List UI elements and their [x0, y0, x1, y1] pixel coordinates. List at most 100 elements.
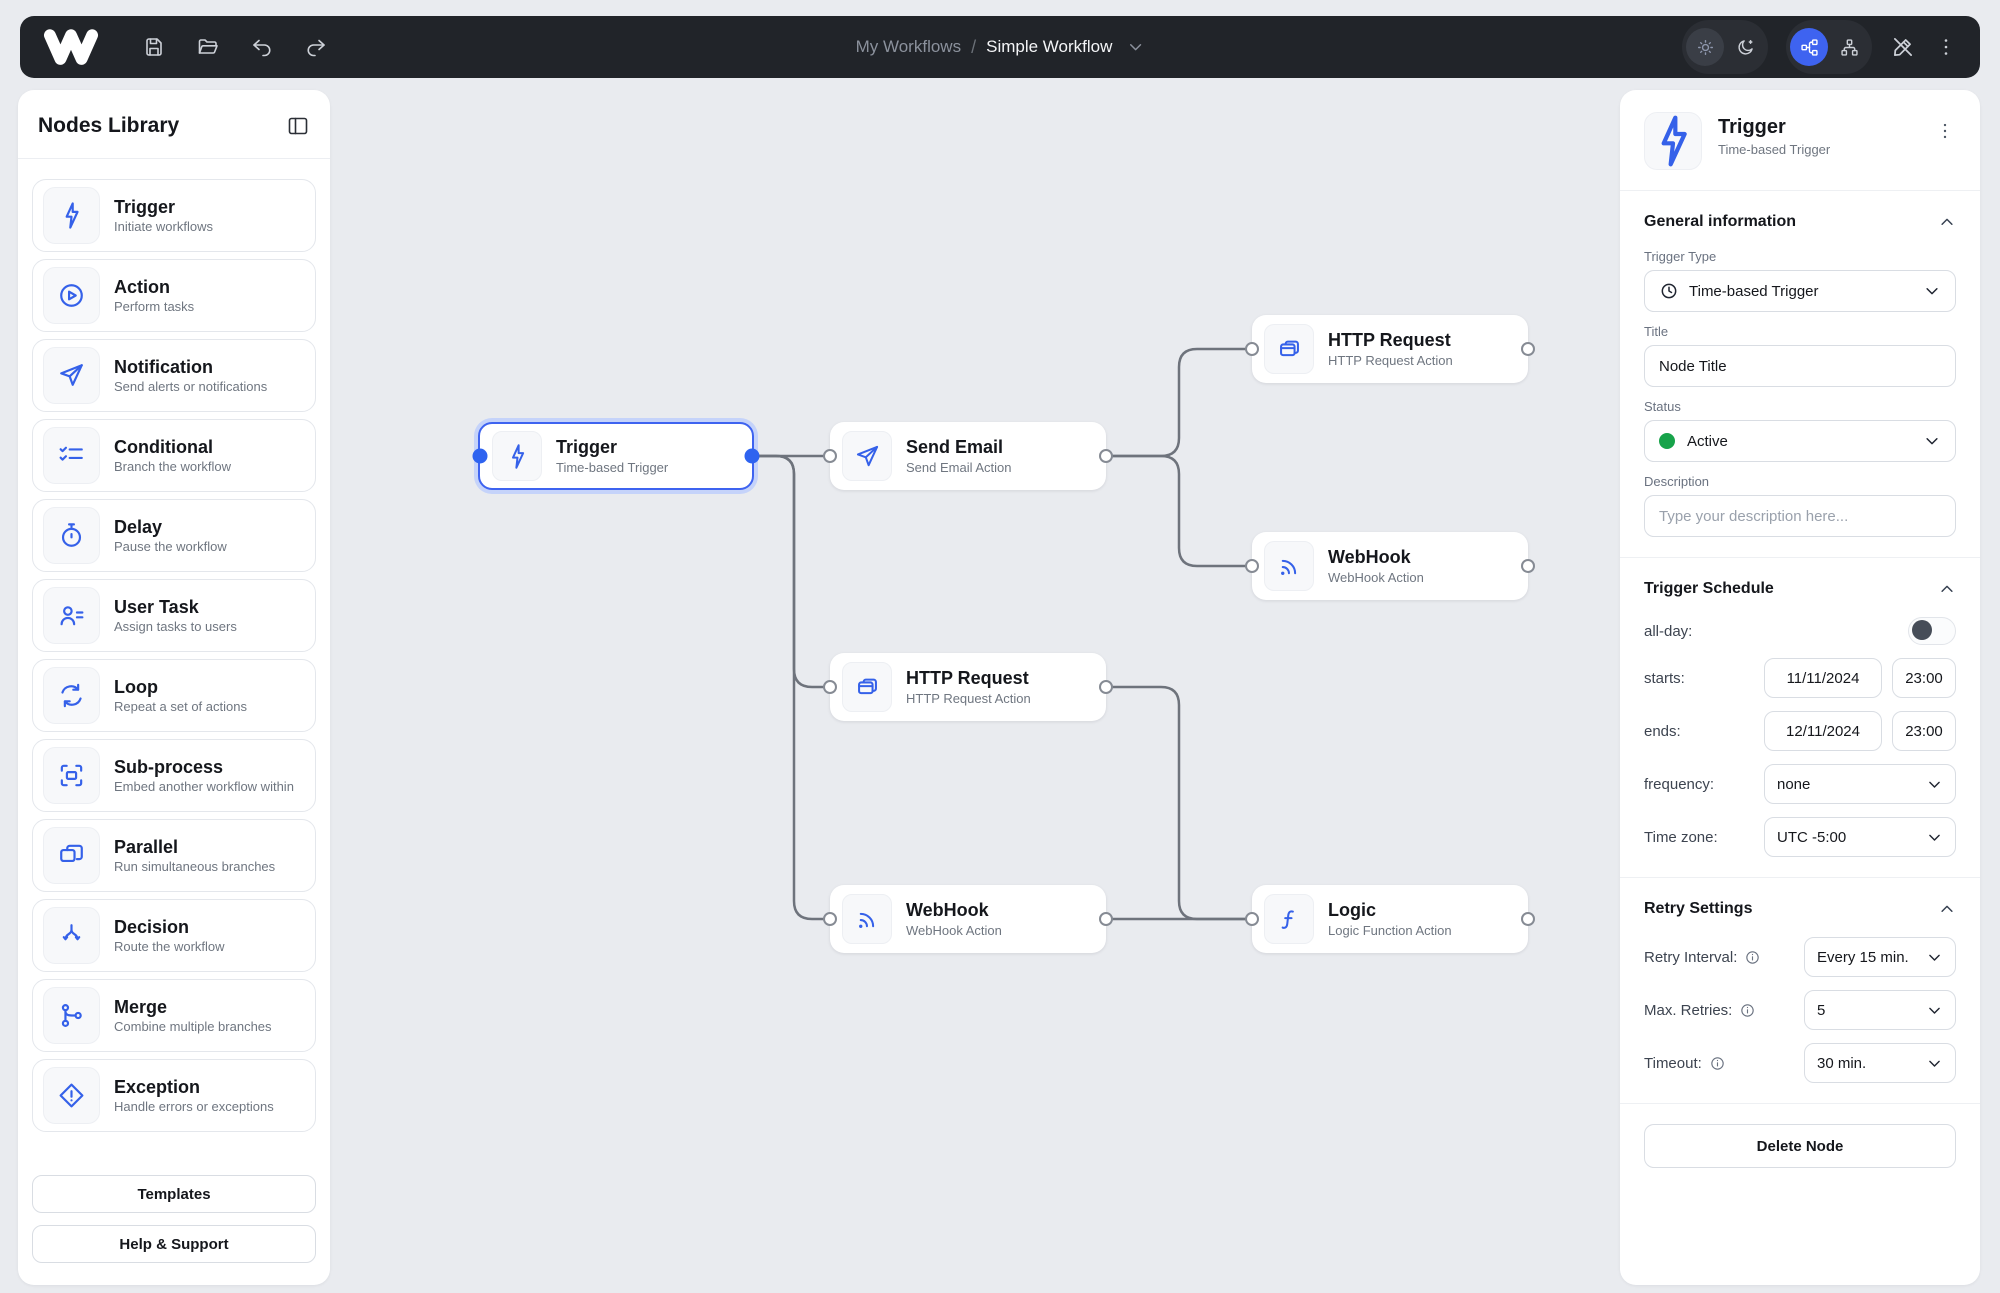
frequency-label: frequency: [1644, 775, 1715, 793]
chevron-down-icon [1926, 829, 1943, 846]
redo-icon[interactable] [304, 35, 328, 59]
horizontal-layout-button[interactable] [1790, 28, 1828, 66]
inspector-menu-icon[interactable] [1934, 120, 1956, 142]
help-support-button[interactable]: Help & Support [32, 1225, 316, 1263]
light-mode-button[interactable] [1686, 28, 1724, 66]
retry-interval-select[interactable]: Every 15 min. [1804, 937, 1956, 977]
collapse-sidebar-icon[interactable] [286, 114, 310, 138]
all-day-toggle[interactable] [1908, 617, 1956, 645]
input-handle[interactable] [823, 449, 837, 463]
node-title: HTTP Request [906, 667, 1029, 688]
http-icon [1264, 324, 1314, 374]
templates-button[interactable]: Templates [32, 1175, 316, 1213]
ends-time-input[interactable]: 23:00 [1892, 711, 1956, 751]
frequency-select[interactable]: none [1764, 764, 1956, 804]
lightning-icon [1644, 112, 1702, 170]
lightning-icon [492, 431, 542, 481]
input-handle[interactable] [1245, 342, 1259, 356]
max-retries-select[interactable]: 5 [1804, 990, 1956, 1030]
timezone-select[interactable]: UTC -5:00 [1764, 817, 1956, 857]
send-icon [43, 347, 100, 404]
input-handle[interactable] [472, 448, 488, 464]
trigger-type-value: Time-based Trigger [1689, 282, 1819, 300]
more-options-icon[interactable] [1934, 35, 1958, 59]
lightning-icon [43, 187, 100, 244]
trigger-type-select[interactable]: Time-based Trigger [1644, 270, 1956, 312]
title-input[interactable] [1644, 345, 1956, 387]
sidebar-item-label: Delay [114, 516, 163, 537]
delete-node-button[interactable]: Delete Node [1644, 1124, 1956, 1168]
output-handle[interactable] [1521, 559, 1535, 573]
timeout-select[interactable]: 30 min. [1804, 1043, 1956, 1083]
sidebar-item-label: Exception [114, 1076, 201, 1097]
output-handle[interactable] [1521, 342, 1535, 356]
retry-interval-label: Retry Interval: [1644, 948, 1738, 966]
collapse-retry-icon[interactable] [1938, 900, 1956, 918]
info-icon[interactable] [1739, 1002, 1756, 1019]
collapse-schedule-icon[interactable] [1938, 580, 1956, 598]
workflow-switcher-chevron-icon[interactable] [1126, 38, 1144, 56]
node-title: WebHook [1328, 546, 1411, 567]
info-icon[interactable] [1709, 1055, 1726, 1072]
user-task-icon [43, 587, 100, 644]
sidebar-item-description: Handle errors or exceptions [114, 1099, 274, 1115]
theme-toggle [1682, 20, 1768, 74]
input-handle[interactable] [1245, 912, 1259, 926]
info-icon[interactable] [1744, 949, 1761, 966]
subprocess-icon [43, 747, 100, 804]
output-handle[interactable] [744, 448, 760, 464]
open-folder-icon[interactable] [196, 35, 220, 59]
node-subtitle: HTTP Request Action [1328, 353, 1453, 369]
input-handle[interactable] [823, 680, 837, 694]
description-label: Description [1644, 474, 1710, 489]
node-title: Send Email [906, 436, 1004, 457]
dark-mode-button[interactable] [1726, 28, 1764, 66]
output-handle[interactable] [1521, 912, 1535, 926]
ends-date-input[interactable]: 12/11/2024 [1764, 711, 1882, 751]
output-handle[interactable] [1099, 680, 1113, 694]
vertical-layout-button[interactable] [1830, 28, 1868, 66]
sidebar-item-description: Perform tasks [114, 299, 195, 315]
output-handle[interactable] [1099, 912, 1113, 926]
starts-date-input[interactable]: 11/11/2024 [1764, 658, 1882, 698]
horizontal-flow-icon [1799, 37, 1820, 58]
undo-icon[interactable] [250, 35, 274, 59]
send-icon [842, 431, 892, 481]
trigger-schedule-title: Trigger Schedule [1644, 580, 1774, 597]
input-handle[interactable] [1245, 559, 1259, 573]
edit-off-icon[interactable] [1890, 34, 1916, 60]
status-select[interactable]: Active [1644, 420, 1956, 462]
starts-time-input[interactable]: 23:00 [1892, 658, 1956, 698]
sidebar-item-description: Assign tasks to users [114, 619, 237, 635]
status-value: Active [1687, 432, 1728, 450]
sidebar-item-label: Action [114, 276, 170, 297]
collapse-general-icon[interactable] [1938, 213, 1956, 231]
output-handle[interactable] [1099, 449, 1113, 463]
description-input[interactable] [1644, 495, 1956, 537]
input-handle[interactable] [823, 912, 837, 926]
node-subtitle: Logic Function Action [1328, 923, 1452, 939]
save-icon[interactable] [142, 35, 166, 59]
breadcrumb-parent[interactable]: My Workflows [855, 37, 962, 56]
starts-label: starts: [1644, 669, 1685, 687]
